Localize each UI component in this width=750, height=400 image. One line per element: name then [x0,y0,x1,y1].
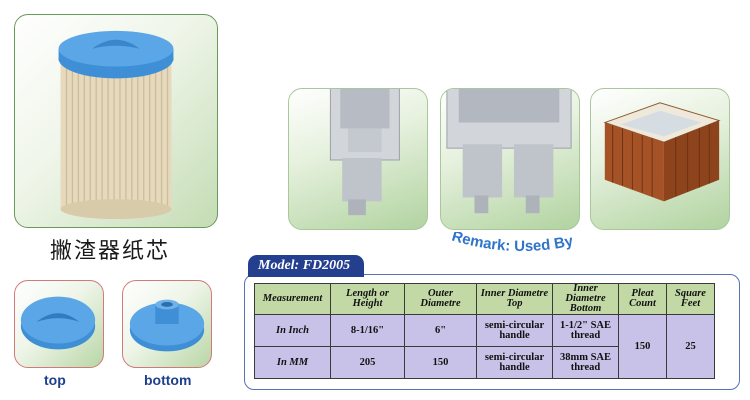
double-skimmer-card [440,88,580,230]
hot-tub-image [603,102,721,202]
header-pleat-count: Pleat Count [618,283,667,315]
table-row: In Inch 8-1/16" 6" semi-circular handle … [254,314,715,379]
cell-length: 205 [330,346,405,379]
model-label: Model: FD2005 [248,255,364,277]
bottom-caption: bottom [144,372,192,388]
product-name-caption: 撇渣器纸芯 [50,239,171,264]
spec-table: Measurement Length or Height Outer Diame… [254,283,715,379]
cell-inner-top: semi-circular handle [476,314,553,347]
header-square-feet: Square Feet [666,283,715,315]
header-measurement: Measurement [254,283,331,315]
svg-text:Remark: Used By: Remark: Used By [450,232,575,255]
row-measurement: In MM [254,346,331,379]
cell-pleat-count: 150 [618,314,667,379]
row-measurement: In Inch [254,314,331,347]
double-skimmer-image [446,89,572,214]
hot-tub-card [590,88,730,230]
single-skimmer-card [288,88,428,230]
header-inner-bottom: Inner Diametre Bottom [552,283,619,315]
filter-top-image [20,296,96,350]
cell-length: 8-1/16" [330,314,405,347]
header-inner-top: Inner Diametre Top [476,283,553,315]
top-caption: top [44,372,66,388]
filter-top-card [14,280,104,368]
header-outer-diametre: Outer Diametre [404,283,477,315]
filter-bottom-card [122,280,212,368]
table-row: In MM 205 150 semi-circular handle 38mm … [254,346,715,379]
cell-outer-diametre: 150 [404,346,477,379]
remark-label: Remark: Used By [450,232,575,255]
filter-cartridge-card [14,14,218,228]
cell-inner-bottom: 38mm SAE thread [552,346,619,379]
cell-inner-bottom: 1-1/2" SAE thread [552,314,619,347]
filter-cartridge-image [58,30,174,220]
cell-inner-top: semi-circular handle [476,346,553,379]
cell-outer-diametre: 6" [404,314,477,347]
filter-bottom-image [129,299,205,352]
single-skimmer-image [329,89,400,216]
spec-header-row: Measurement Length or Height Outer Diame… [254,283,715,315]
cell-square-feet: 25 [666,314,715,379]
header-length: Length or Height [330,283,405,315]
